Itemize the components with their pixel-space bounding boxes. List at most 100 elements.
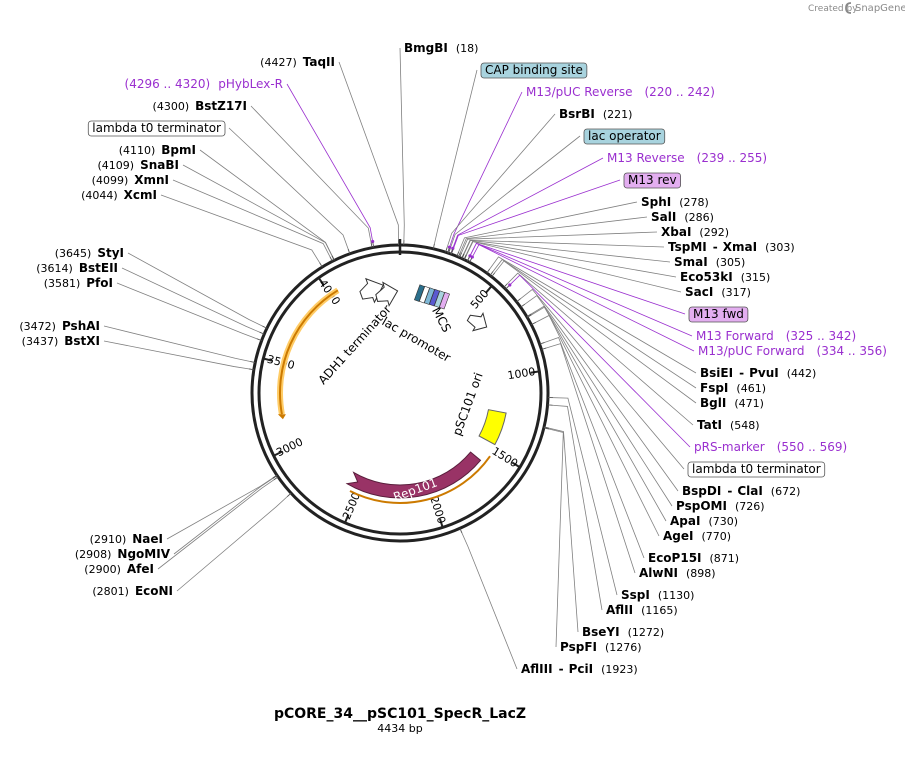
feature-box-lacop[interactable]: [583, 128, 666, 145]
leader-cap: [433, 69, 478, 247]
enzyme-econi[interactable]: EcoNI: [135, 584, 173, 598]
enzyme-xbai[interactable]: XbaI: [661, 225, 691, 239]
leader-pspfi: [545, 427, 564, 648]
enzyme-pspfi[interactable]: PspFI: [560, 640, 597, 654]
enzyme-ngomiv[interactable]: NgoMIV: [117, 547, 170, 561]
feature-box-label-lambda-l[interactable]: lambda t0 terminator: [92, 121, 221, 135]
feature-box-label-lacop[interactable]: lac operator: [588, 129, 661, 143]
feature-box-m13rev[interactable]: [623, 172, 681, 189]
enzyme-xcmi[interactable]: XcmI: [124, 188, 157, 202]
leader-m13rev: [451, 179, 621, 253]
leader-agei: [532, 314, 660, 537]
site-mark-apai: [527, 314, 532, 318]
enzyme-pfoi[interactable]: PfoI: [86, 276, 113, 290]
feature-specr[interactable]: [279, 289, 339, 415]
enzyme-tati[interactable]: TatI: [697, 418, 722, 432]
enzyme-pshai[interactable]: PshAI: [62, 319, 100, 333]
enzyme-tspmi[interactable]: TspMI: [668, 240, 707, 254]
feature-rep101[interactable]: [345, 451, 482, 499]
enzyme-styi[interactable]: StyI: [97, 246, 124, 260]
enzyme-afei[interactable]: AfeI: [127, 562, 154, 576]
enzyme-bsiei-alt[interactable]: PvuI: [749, 366, 779, 380]
enzyme-taqii[interactable]: TaqII: [303, 55, 335, 69]
leader-m13-reverse: [451, 157, 604, 253]
enzyme-bseyi[interactable]: BseYI: [582, 625, 620, 639]
enzyme-bgli[interactable]: BglI: [700, 396, 726, 410]
enzyme-fspi[interactable]: FspI: [700, 381, 728, 395]
enzyme-smai-position: (305): [716, 256, 746, 269]
site-mark-m13-forward: [466, 256, 470, 262]
enzyme-tspmi-alt[interactable]: XmaI: [723, 240, 757, 254]
enzyme-naei[interactable]: NaeI: [132, 532, 163, 546]
feature-box-lambda-l[interactable]: [87, 120, 226, 137]
leader-styi: [127, 252, 266, 328]
enzyme-ngomiv-position: (2908): [75, 548, 112, 561]
feature-box-label-lambda-r[interactable]: lambda t0 terminator: [692, 462, 821, 476]
enzyme-xmni-position: (4099): [92, 174, 129, 187]
enzyme-eco53ki[interactable]: Eco53kI: [680, 270, 733, 284]
primer-m13puc-fwd[interactable]: M13/pUC Forward: [698, 344, 805, 358]
enzyme-aflii[interactable]: AflII: [606, 603, 633, 617]
feature-box-m13fwd[interactable]: [688, 306, 749, 323]
enzyme-bsteii[interactable]: BstEII: [79, 261, 118, 275]
primer-prs[interactable]: pRS-marker: [694, 440, 765, 454]
leader-saci: [464, 241, 682, 293]
enzyme-snabi[interactable]: SnaBI: [140, 158, 179, 172]
enzyme-bmgbi[interactable]: BmgBI: [404, 41, 448, 55]
primer-phyblex[interactable]: pHybLex-R: [218, 77, 283, 91]
primer-m13puc-rev[interactable]: M13/pUC Reverse: [526, 85, 633, 99]
feature-box-lambda-r[interactable]: [687, 461, 826, 478]
enzyme-bpmi[interactable]: BpmI: [161, 143, 196, 157]
enzyme-afei-position: (2900): [84, 563, 121, 576]
enzyme-bspdi-alt[interactable]: ClaI: [737, 484, 762, 498]
leader-xbai: [459, 231, 658, 256]
enzyme-apai[interactable]: ApaI: [670, 514, 700, 528]
feature-box-label-cap[interactable]: CAP binding site: [485, 63, 583, 77]
leader-naei: [166, 475, 276, 540]
feature-lac-promoter-arrow[interactable]: [464, 308, 491, 335]
enzyme-xmni[interactable]: XmnI: [134, 173, 169, 187]
enzyme-afliii-alt[interactable]: PciI: [569, 662, 594, 676]
primer-m13-forward[interactable]: M13 Forward: [696, 329, 774, 343]
feature-box-label-m13rev[interactable]: M13 rev: [628, 173, 677, 187]
enzyme-alwni[interactable]: AlwNI: [639, 566, 678, 580]
leader-bgli: [492, 260, 697, 404]
site-mark-bseyi: [543, 426, 550, 429]
enzyme-afliii[interactable]: AflIII: [521, 662, 553, 676]
feature-psc101-ori[interactable]: [478, 409, 507, 446]
feature-box-label-m13fwd[interactable]: M13 fwd: [693, 307, 744, 321]
tick-mark-500: [485, 285, 493, 294]
enzyme-ecop15i[interactable]: EcoP15I: [648, 551, 702, 565]
enzyme-tspmi-position: (303): [765, 241, 795, 254]
enzyme-saci[interactable]: SacI: [685, 285, 713, 299]
primer-m13-reverse[interactable]: M13 Reverse: [607, 151, 685, 165]
enzyme-bmgbi-position: (18): [456, 42, 479, 55]
snapgene-brand-text: SnapGene: [855, 3, 905, 14]
enzyme-agei[interactable]: AgeI: [663, 529, 693, 543]
tick-mark-4000: [317, 277, 325, 286]
enzyme-smai[interactable]: SmaI: [674, 255, 708, 269]
enzyme-bsiei[interactable]: BsiEI: [700, 366, 733, 380]
enzyme-sspi[interactable]: SspI: [621, 588, 650, 602]
feature-label-adh1: ADH1 terminator: [315, 302, 393, 387]
enzyme-fspi-position: (461): [736, 382, 766, 395]
leader-pfoi: [116, 282, 260, 341]
site-mark-afliii: [459, 528, 463, 534]
feature-box-cap[interactable]: [480, 62, 588, 79]
enzyme-bstxi[interactable]: BstXI: [64, 334, 100, 348]
tick-label-1000: 1000: [507, 365, 537, 382]
enzyme-sali[interactable]: SalI: [651, 210, 676, 224]
enzyme-bstz17i[interactable]: BstZ17I: [195, 99, 247, 113]
enzyme-sphi[interactable]: SphI: [641, 195, 671, 209]
enzyme-bsrbi[interactable]: BsrBI: [559, 107, 595, 121]
enzyme-saci-position: (317): [721, 286, 751, 299]
plasmid-name: pCORE_34__pSC101_SpecR_LacZ: [274, 706, 526, 722]
tick-mark-2000: [439, 518, 444, 528]
enzyme-pspfi-position: (1276): [605, 641, 642, 654]
site-mark-lambda-l: [347, 248, 351, 254]
enzyme-pspomi[interactable]: PspOMI: [676, 499, 727, 513]
leader-sali: [458, 216, 648, 256]
enzyme-bspdi[interactable]: BspDI: [682, 484, 721, 498]
leader-afliii: [460, 530, 518, 670]
